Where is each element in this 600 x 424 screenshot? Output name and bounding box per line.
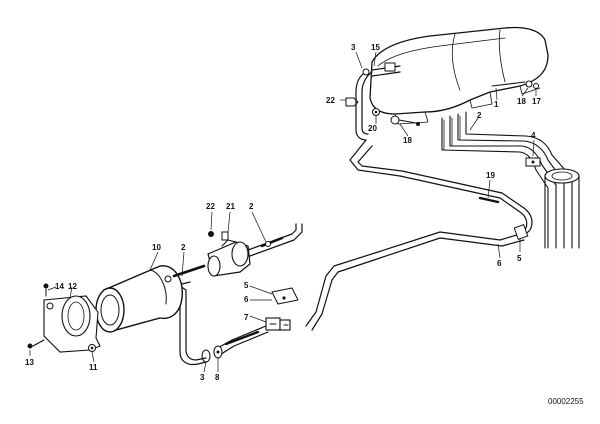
callout-4: 4 <box>531 131 536 140</box>
callout-12: 12 <box>68 282 77 291</box>
pump-screw <box>208 231 214 237</box>
callout-1: 1 <box>494 100 499 109</box>
callout-6-right: 6 <box>497 259 502 268</box>
callout-3-bottom: 3 <box>200 373 205 382</box>
callout-20: 20 <box>368 124 377 133</box>
callout-5-right: 5 <box>517 254 522 263</box>
fuel-pump <box>207 231 251 277</box>
callout-22-left: 22 <box>326 96 335 105</box>
pump-inlet-hose <box>247 223 303 257</box>
filter-mounting-bracket <box>43 295 101 353</box>
callout-2-mid: 2 <box>249 202 254 211</box>
connecting-hose <box>164 264 206 283</box>
document-number: 00002255 <box>548 397 584 406</box>
bolt-screw <box>43 283 49 297</box>
callout-18-right: 18 <box>517 97 526 106</box>
callout-2-tank: 2 <box>477 111 482 120</box>
callout-19: 19 <box>486 171 495 180</box>
callout-6-bracket: 6 <box>244 295 249 304</box>
callout-5-bracket: 5 <box>244 281 249 290</box>
vent-connector <box>390 115 420 126</box>
callout-18-top: 18 <box>403 136 412 145</box>
hose-bracket <box>271 287 299 305</box>
hose-clamps-bottom <box>201 345 223 363</box>
callout-13: 13 <box>25 358 34 367</box>
fuel-tank <box>369 26 549 125</box>
callout-10: 10 <box>152 243 161 252</box>
leader-lines <box>29 51 537 373</box>
callout-2-small: 2 <box>181 243 186 252</box>
main-fuel-line <box>305 139 533 331</box>
expansion-tank <box>544 168 580 249</box>
callout-17: 17 <box>532 97 541 106</box>
callout-3-top: 3 <box>351 43 356 52</box>
callout-11: 11 <box>89 363 98 372</box>
fuel-filter-canister <box>95 265 191 333</box>
callout-labels: 3 15 22 20 18 1 18 17 2 4 19 5 6 22 21 2… <box>25 43 541 382</box>
callout-22-mid: 22 <box>206 202 215 211</box>
pipe-connector-right <box>513 224 529 240</box>
rubber-hose-segment <box>478 196 500 204</box>
vent-hose <box>345 68 380 141</box>
callout-8: 8 <box>215 373 220 382</box>
filter-outlet-pipe <box>173 285 207 366</box>
mounting-screw <box>27 339 45 349</box>
filler-neck <box>371 62 401 77</box>
callout-14: 14 <box>55 282 64 291</box>
callout-7: 7 <box>244 313 249 322</box>
hose-clip-assembly <box>265 317 291 331</box>
callout-21: 21 <box>226 202 235 211</box>
pipe-clamp <box>525 157 541 167</box>
callout-15-top: 15 <box>371 43 380 52</box>
tank-outlet-fitting <box>491 80 539 89</box>
